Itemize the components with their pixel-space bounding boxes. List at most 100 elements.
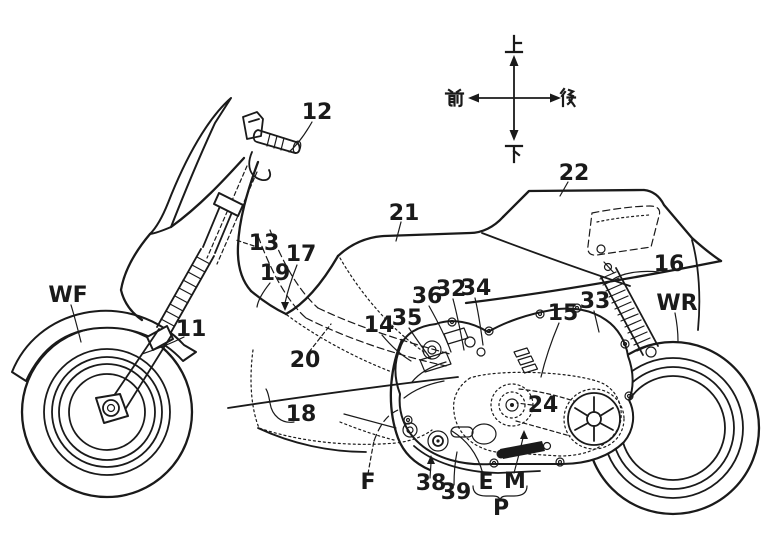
cowl-top-edge [169,156,246,229]
ref-label-17: 17 [286,242,317,267]
bodywork [119,97,723,472]
ref-label-34: 34 [461,276,492,301]
seat-top [336,215,505,258]
seat-and-rear-body [284,188,723,331]
engine-unit [394,303,635,474]
mirror-mount [242,111,264,140]
cowl-rear-edge [236,160,260,293]
leader-lines [70,121,679,502]
compass-arrow-front [468,93,479,103]
leader-e [451,430,484,475]
case-bolts [403,303,634,468]
ref-label-m: M [504,469,526,494]
leader-21 [395,221,402,242]
compass-arrow-rear [550,93,561,103]
underbody-lip [257,427,367,453]
leader-12 [288,121,313,153]
leader-32 [452,298,465,351]
leader-34 [474,297,484,346]
grip-rings [266,133,285,151]
leader-38 [429,462,432,479]
lower-cover-line [413,445,541,474]
front-axle [102,399,120,417]
ref-label-24: 24 [528,393,559,418]
ref-label-wr: WR [656,291,697,316]
leader-19 [256,282,271,308]
crankcase-outline [394,307,635,466]
ref-label-wf: WF [48,283,87,308]
leader-35 [408,327,432,360]
body-skirt [389,338,432,472]
handlebar [242,111,302,182]
compass-arrow-up [509,55,519,66]
compass-axes [475,62,554,135]
windscreen [149,97,232,235]
ref-label-22: 22 [559,161,590,186]
leader-39 [453,451,458,486]
brake-lever [248,151,272,182]
front-fender [11,309,197,382]
rear-body-top [501,188,646,219]
side-panel-dotted [286,257,425,373]
compass-arrow-down [509,130,519,141]
ref-label-33: 33 [580,289,611,314]
ref-label-18: 18 [286,402,317,427]
leader-f [367,440,375,475]
leader-24 [516,402,533,406]
ref-label-p: P [493,496,509,521]
leader-wf [70,304,82,343]
ref-label-20: 20 [290,348,321,373]
floor-pan-dotted [250,349,433,445]
throttle-body-cluster [403,327,486,399]
ref-label-13: 13 [249,231,280,256]
drive-belt [515,388,575,437]
frame-hidden-lines [257,229,451,442]
shock-lower-mount [645,346,657,358]
ref-label-11: 11 [176,317,207,342]
brace-p [472,485,528,502]
leader-14 [381,334,412,362]
ref-label-e: E [478,470,493,495]
leader-wr [674,312,679,342]
ref-label-21: 21 [389,201,420,226]
ref-label-38: 38 [416,471,447,496]
leader-m-arrow [520,430,528,439]
ref-label-36: 36 [412,284,443,309]
compass-kanji-front [444,88,465,108]
ref-label-19: 19 [260,261,291,286]
rear-lower-edge [691,239,701,331]
fork-lower-leg [108,328,172,414]
compass-kanji-rear [559,87,577,108]
cowl-front-edge [119,232,152,322]
axle-plate [95,393,129,424]
leader-17-arrow [281,302,289,311]
leader-15 [540,322,560,378]
seat-bottom-joint [481,232,631,287]
ref-label-12: 12 [302,100,333,125]
ref-label-32: 32 [436,277,467,302]
clutch-fan-spokes [574,396,614,442]
floor-dip [249,289,288,316]
molding-hook [596,244,606,254]
leader-11 [141,336,185,355]
direction-compass [444,34,577,164]
seat-nose [284,254,340,316]
leader-18 [265,388,295,423]
body-crease-line [464,259,723,305]
ref-label-f: F [360,470,375,495]
fork-crown [213,192,244,217]
fork-boot-rings [160,256,211,327]
ref-label-14: 14 [364,313,395,338]
clutch-assembly [563,388,625,450]
cooling-louvers [513,347,539,374]
belly-line [343,413,397,429]
fender-mount [146,325,174,351]
ref-label-15: 15 [548,301,579,326]
ref-label-16: 16 [654,252,685,277]
leader-20 [308,323,332,353]
rear-molding-inner [596,214,650,223]
leader-17 [284,264,298,304]
leader-36 [428,305,452,353]
